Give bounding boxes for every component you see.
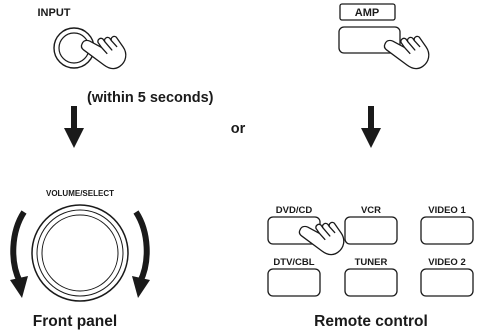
front-panel-caption: Front panel: [33, 313, 117, 330]
down-arrow-icon: [64, 106, 84, 148]
amp-label: AMP: [355, 7, 379, 19]
button-label-tuner: TUNER: [355, 257, 388, 268]
button-label-video-1: VIDEO 1: [428, 205, 466, 216]
rotate-arrow-icon: [132, 210, 150, 298]
dtv-cbl-button[interactable]: [267, 268, 321, 297]
timing-text: (within 5 seconds): [87, 90, 214, 106]
volume-select-knob[interactable]: [31, 204, 129, 302]
button-label-vcr: VCR: [361, 205, 381, 216]
input-label: INPUT: [38, 7, 71, 19]
amp-label-box: AMP: [339, 3, 396, 21]
volume-select-label: VOLUME/SELECT: [46, 189, 114, 198]
button-label-dtv-cbl: DTV/CBL: [273, 257, 314, 268]
tuner-button[interactable]: [344, 268, 398, 297]
button-label-video-2: VIDEO 2: [428, 257, 466, 268]
down-arrow-icon: [361, 106, 381, 148]
button-label-dvd-cd: DVD/CD: [276, 205, 313, 216]
video-2-button[interactable]: [420, 268, 474, 297]
vcr-button[interactable]: [344, 216, 398, 245]
or-text: or: [231, 121, 246, 137]
remote-control-caption: Remote control: [314, 313, 428, 330]
rotate-arrow-icon: [10, 210, 28, 298]
video-1-button[interactable]: [420, 216, 474, 245]
